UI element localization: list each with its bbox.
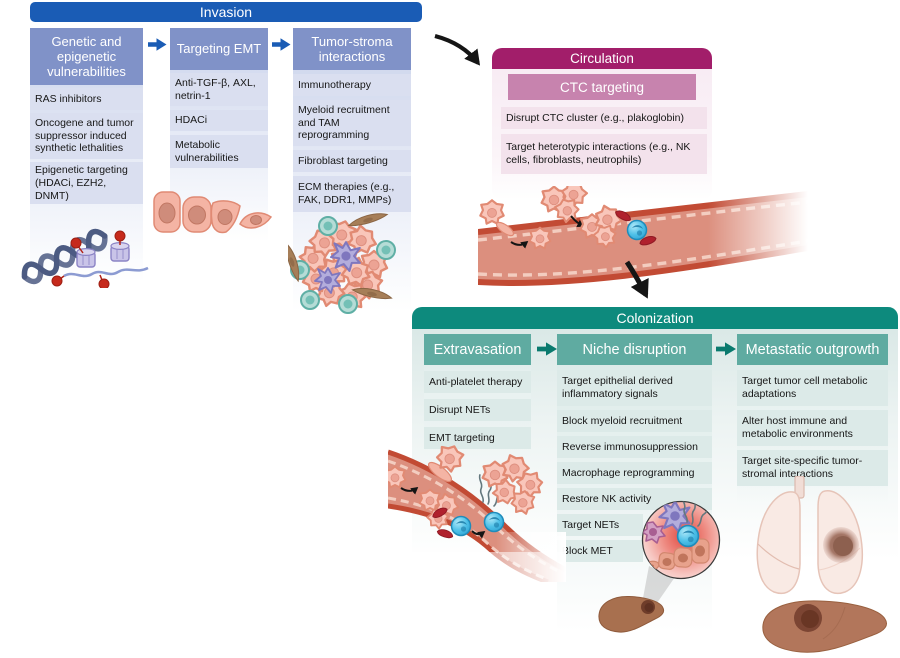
emt-cells-illustration bbox=[153, 191, 273, 234]
metastatic-niche-magnifier-illustration bbox=[598, 500, 721, 633]
therapy-item: Target site-specific tumor-stromal inter… bbox=[737, 450, 888, 486]
ctc-targeting-header: CTC targeting bbox=[508, 74, 696, 100]
therapy-item: Target NETs bbox=[557, 514, 643, 536]
therapy-item: Fibroblast targeting bbox=[293, 150, 411, 172]
therapy-item: Target heterotypic interactions (e.g., N… bbox=[501, 134, 707, 174]
flow-arrow-right-icon bbox=[272, 38, 291, 51]
therapy-item: Block MET bbox=[557, 540, 643, 562]
therapy-item: Anti-platelet therapy bbox=[424, 371, 531, 393]
therapy-item: Block myeloid recruitment bbox=[557, 410, 712, 432]
flow-arrow-right-icon bbox=[716, 342, 736, 356]
therapy-item: Disrupt NETs bbox=[424, 399, 531, 421]
therapy-item: Metabolic vulnerabilities bbox=[170, 135, 268, 168]
extravasation-vessel-illustration bbox=[388, 441, 566, 582]
lungs-illustration bbox=[756, 476, 864, 594]
therapy-item: Reverse immunosuppression bbox=[557, 436, 712, 458]
therapy-item: Alter host immune and metabolic environm… bbox=[737, 410, 888, 446]
therapy-item: ECM therapies (e.g., FAK, DDR1, MMPs) bbox=[293, 176, 411, 212]
therapy-item: Epigenetic targeting (HDACi, EZH2, DNMT) bbox=[30, 162, 143, 205]
niche-disruption-header: Niche disruption bbox=[557, 334, 712, 365]
invasion-column-emt-header: Targeting EMT bbox=[170, 28, 268, 70]
invasion-column-stroma-header: Tumor-stroma interactions bbox=[293, 28, 411, 70]
extravasation-header: Extravasation bbox=[424, 334, 531, 365]
therapy-item: Disrupt CTC cluster (e.g., plakoglobin) bbox=[501, 107, 707, 129]
therapy-item: HDACi bbox=[170, 110, 268, 131]
flow-arrow-circulation-to-colonization bbox=[624, 260, 649, 299]
invasion-column-genetic-header: Genetic and epigenetic vulnerabilities bbox=[30, 28, 143, 85]
invasion-section-title: Invasion bbox=[30, 2, 422, 22]
therapy-item: RAS inhibitors bbox=[30, 88, 143, 110]
therapy-item: Myeloid recruitment and TAM reprogrammin… bbox=[293, 100, 411, 146]
therapy-item: Target tumor cell metabolic adaptations bbox=[737, 370, 888, 406]
flow-arrow-invasion-to-circulation bbox=[434, 33, 481, 66]
liver-illustration bbox=[762, 600, 887, 653]
circulation-section-title: Circulation bbox=[492, 48, 712, 69]
therapy-item: Anti-TGF-β, AXL, netrin-1 bbox=[170, 73, 268, 106]
tumor-stroma-cluster-illustration bbox=[288, 212, 396, 314]
therapy-item: Immunotherapy bbox=[293, 74, 411, 96]
blood-vessel-intravasation-illustration bbox=[478, 186, 808, 298]
therapy-item: Oncogene and tumor suppressor induced sy… bbox=[30, 113, 143, 159]
flow-arrow-right-icon bbox=[148, 38, 167, 51]
flow-arrow-right-icon bbox=[537, 342, 557, 356]
dna-epigenetics-illustration bbox=[21, 228, 149, 288]
metastatic-outgrowth-header: Metastatic outgrowth bbox=[737, 334, 888, 365]
therapy-item: Target epithelial derived inflammatory s… bbox=[557, 370, 712, 406]
therapy-item: EMT targeting bbox=[424, 427, 531, 449]
therapy-item: Macrophage reprogramming bbox=[557, 462, 712, 484]
colonization-section-title: Colonization bbox=[412, 307, 898, 329]
